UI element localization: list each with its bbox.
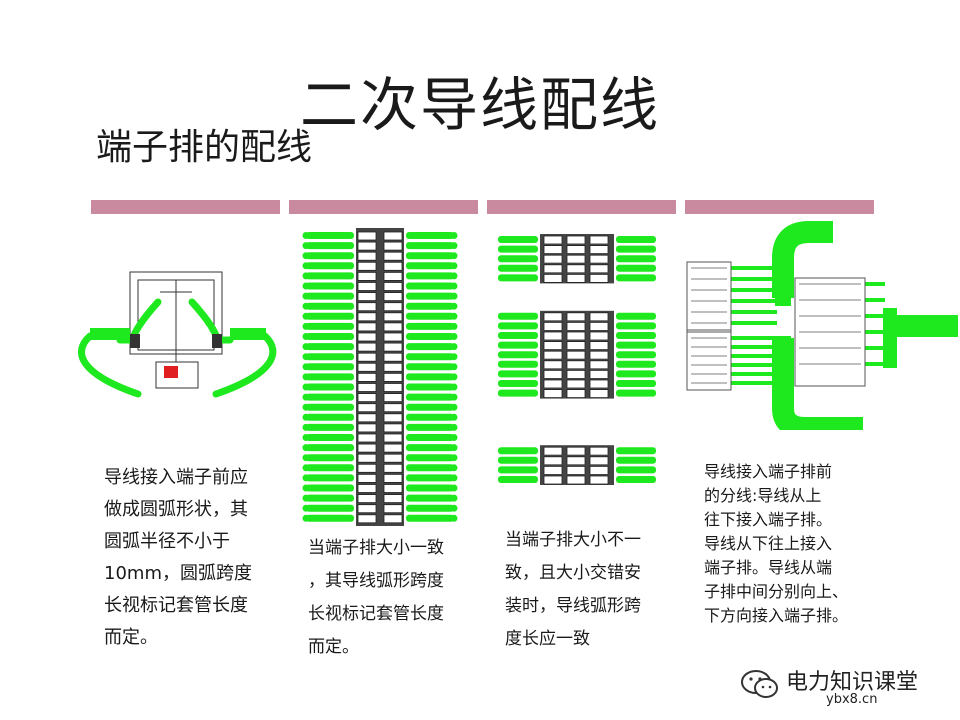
caption-line: ，其导线弧形跨度	[308, 571, 444, 591]
caption-panel-3: 当端子排大小不一 致，且大小交错安 装时，导线弧形跨 度长应一致	[505, 524, 665, 656]
caption-line: 10mm，圆弧跨度	[104, 563, 252, 584]
watermark-url: ybx8.cn	[826, 692, 878, 707]
branching-wire-figure	[686, 221, 958, 430]
caption-line: 装时，导线弧形跨	[505, 596, 641, 616]
wechat-icon	[741, 670, 778, 698]
caption-line: 导线接入端子排前	[704, 462, 833, 481]
slide-subtitle: 端子排的配线	[96, 127, 313, 168]
caption-line: 导线从下往上接入	[704, 534, 833, 553]
caption-line: 导线接入端子前应	[104, 467, 248, 488]
terminal-core	[164, 366, 178, 378]
caption-line: 端子排。导线从端	[704, 558, 833, 577]
caption-line: 致，且大小交错安	[505, 563, 641, 583]
caption-line: 度长应一致	[505, 629, 590, 649]
caption-line: 圆弧半径不小于	[104, 531, 230, 552]
caption-line: 长视标记套管长度	[104, 595, 248, 616]
terminal-arc-figure	[78, 271, 277, 398]
divider-bar-2	[289, 200, 478, 214]
mixed-terminal-strip	[498, 234, 656, 485]
caption-panel-4: 导线接入端子排前 的分线:导线从上 往下接入端子排。 导线从下往上接入 端子排。…	[704, 460, 879, 628]
watermark-name: 电力知识课堂	[786, 670, 919, 695]
caption-panel-2: 当端子排大小一致 ，其导线弧形跨度 长视标记套管长度 而定。	[308, 532, 473, 664]
divider-bar-4	[685, 200, 874, 214]
divider-bar-3	[487, 200, 676, 214]
uniform-terminal-strip	[302, 228, 458, 526]
caption-line: 而定。	[104, 627, 158, 648]
caption-line: 的分线:导线从上	[704, 486, 822, 505]
watermark: 电力知识课堂 ybx8.cn	[740, 662, 940, 712]
caption-line: 当端子排大小不一	[505, 530, 641, 550]
slide-title: 二次导线配线	[299, 71, 660, 139]
caption-line: 而定。	[308, 637, 359, 657]
divider-bar-1	[91, 200, 280, 214]
caption-line: 当端子排大小一致	[308, 538, 444, 558]
caption-line: 下方向接入端子排。	[704, 606, 849, 625]
caption-line: 长视标记套管长度	[308, 604, 444, 624]
caption-line: 做成圆弧形状，其	[104, 499, 248, 520]
caption-panel-1: 导线接入端子前应 做成圆弧形状，其 圆弧半径不小于 10mm，圆弧跨度 长视标记…	[104, 462, 274, 654]
caption-line: 往下接入端子排。	[704, 510, 833, 529]
caption-line: 子排中间分别向上、	[704, 582, 849, 601]
